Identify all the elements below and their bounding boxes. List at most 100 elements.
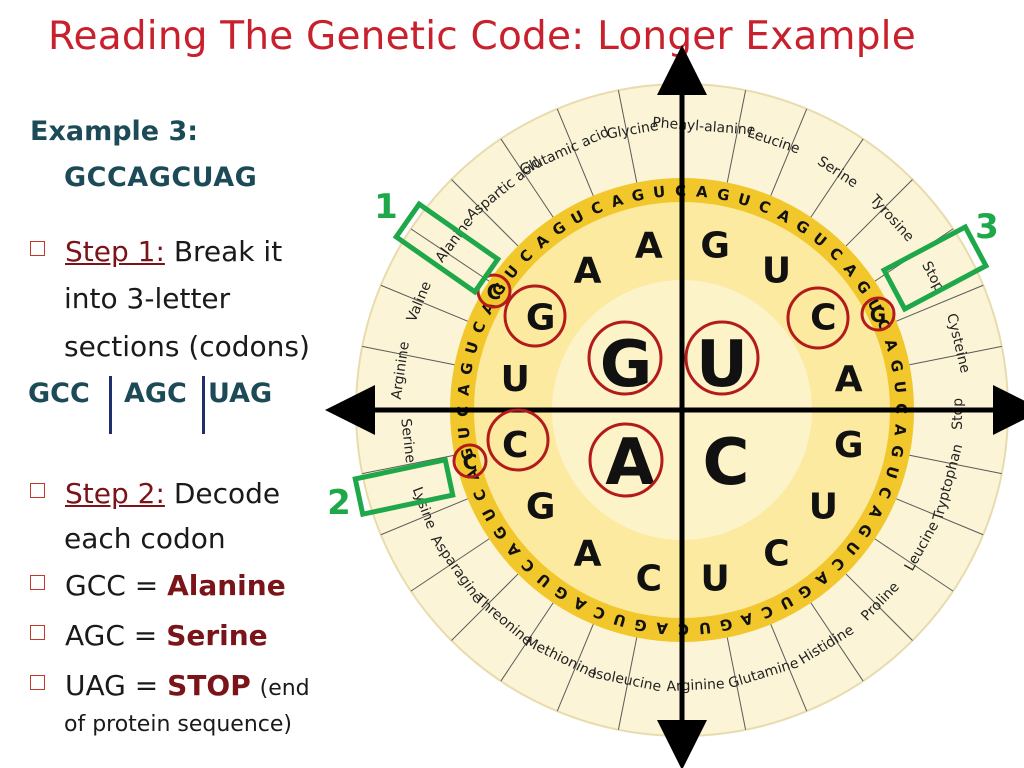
third-base-letter: A: [881, 337, 902, 354]
bullet-box-icon: [30, 483, 45, 498]
amino-label: Arginine: [389, 341, 413, 401]
result-codon: AGC =: [65, 619, 158, 652]
third-base-c: C: [487, 280, 502, 304]
highlight-circle-g3: [860, 296, 896, 332]
inner-letter-c: C: [703, 426, 750, 500]
result-agc: AGC = Serine: [30, 612, 268, 659]
third-base-letter: U: [462, 339, 483, 356]
second-base-letter: G: [526, 486, 556, 527]
step1-line3: sections (codons): [64, 330, 310, 363]
amino-label: Arginine: [666, 676, 725, 695]
third-base-letter: A: [738, 609, 755, 630]
box-serine: [352, 456, 456, 518]
result-codon: UAG =: [65, 669, 159, 702]
third-base-letter: G: [886, 358, 906, 374]
highlight-circle-g2: [486, 408, 550, 472]
box-stop: [880, 223, 990, 313]
bullet-box-icon: [30, 675, 45, 690]
third-base-letter: A: [891, 423, 910, 437]
third-base-letter: A: [462, 466, 483, 483]
third-base-letter: G: [630, 185, 646, 205]
second-base-letter: A: [835, 359, 863, 400]
bullet-box-icon: [30, 575, 45, 590]
codon-divider: [202, 376, 205, 434]
third-base-letter: G: [457, 361, 477, 376]
highlight-circle-g: [587, 320, 663, 396]
third-base-letter: G: [716, 185, 731, 205]
wheel-spoke: [617, 637, 638, 730]
second-base-letter: C: [763, 533, 789, 574]
second-base-letter: A: [635, 225, 663, 266]
second-base-letter: C: [636, 559, 662, 600]
step2-bullet: Step 2: Decode: [30, 470, 280, 517]
second-base-letter: U: [701, 559, 730, 600]
second-base-letter: G: [834, 425, 864, 466]
result-codon: GCC =: [65, 569, 159, 602]
highlight-circle-u: [684, 320, 760, 396]
third-base-letter: G: [457, 446, 477, 462]
third-base-letter: U: [698, 618, 712, 637]
answer-boxes: [352, 200, 990, 518]
amino-label: Serine: [397, 418, 418, 464]
codon-2: AGC: [124, 378, 187, 409]
wheel-spoke: [896, 498, 984, 536]
second-base-letter: U: [762, 251, 791, 292]
marker-3: 3: [975, 207, 999, 247]
wheel-spoke: [874, 538, 954, 592]
codon-1: GCC: [28, 378, 90, 409]
step2-label: Step 2:: [65, 477, 165, 510]
third-base-g: G: [870, 303, 886, 327]
wheel-spoke: [726, 90, 747, 183]
bullet-box-icon: [30, 625, 45, 640]
wheel-spoke: [845, 179, 913, 247]
example-label: Example 3:: [30, 116, 199, 147]
amino-label: Phenyl-alanine: [652, 115, 756, 139]
wheel-spoke: [362, 345, 455, 366]
second-base-letter: U: [809, 486, 838, 527]
third-base-letter: A: [609, 190, 626, 211]
wheel-spoke: [451, 573, 519, 641]
wheel-spoke: [410, 228, 490, 282]
wheel-spoke: [380, 498, 468, 536]
second-base-letter: G: [700, 225, 730, 266]
third-base-letter: A: [655, 619, 669, 638]
step2-text: Decode: [173, 477, 281, 510]
wheel-spoke: [451, 179, 519, 247]
result-gcc: GCC = Alanine: [30, 562, 286, 609]
third-base-letter: U: [652, 183, 666, 202]
marker-1: 1: [374, 187, 398, 227]
codon-divider: [109, 376, 112, 434]
third-base-letter: U: [611, 610, 628, 631]
second-base-letter: G: [526, 298, 556, 339]
second-base-letter: C: [502, 425, 528, 466]
third-base-letter: G: [887, 444, 907, 459]
highlight-circle-a2: [786, 286, 850, 350]
third-base-letter: U: [890, 380, 909, 394]
second-base-letter: A: [574, 251, 602, 292]
amino-label: Stop: [950, 398, 966, 430]
wheel-spoke: [500, 602, 554, 682]
wheel-spoke: [770, 108, 808, 196]
wheel-spoke: [556, 624, 594, 712]
wheel-spoke: [380, 284, 468, 322]
wheel-spoke: [362, 454, 455, 475]
third-base-letter: A: [695, 182, 709, 201]
step1-label: Step 1:: [65, 235, 165, 268]
step1-line2: into 3-letter: [64, 282, 231, 315]
third-base-letter: U: [736, 190, 753, 211]
third-base-c2: C: [463, 450, 478, 474]
wheel-spoke: [726, 637, 747, 730]
result-tail: of protein sequence): [64, 712, 292, 737]
highlight-circle-c4: [452, 443, 488, 479]
bullet-box-icon: [30, 241, 45, 256]
second-base-letter: U: [501, 359, 530, 400]
highlight-circles: [452, 273, 896, 498]
second-base-letter: C: [810, 298, 836, 339]
step1-text: Break it: [173, 235, 283, 268]
marker-2: 2: [327, 483, 351, 523]
third-base-letter: G: [633, 615, 648, 635]
result-uag: UAG = STOP (end: [30, 662, 310, 712]
wheel-spoke: [810, 602, 864, 682]
wheel-spoke: [896, 284, 984, 322]
codon-3: UAG: [208, 378, 273, 409]
